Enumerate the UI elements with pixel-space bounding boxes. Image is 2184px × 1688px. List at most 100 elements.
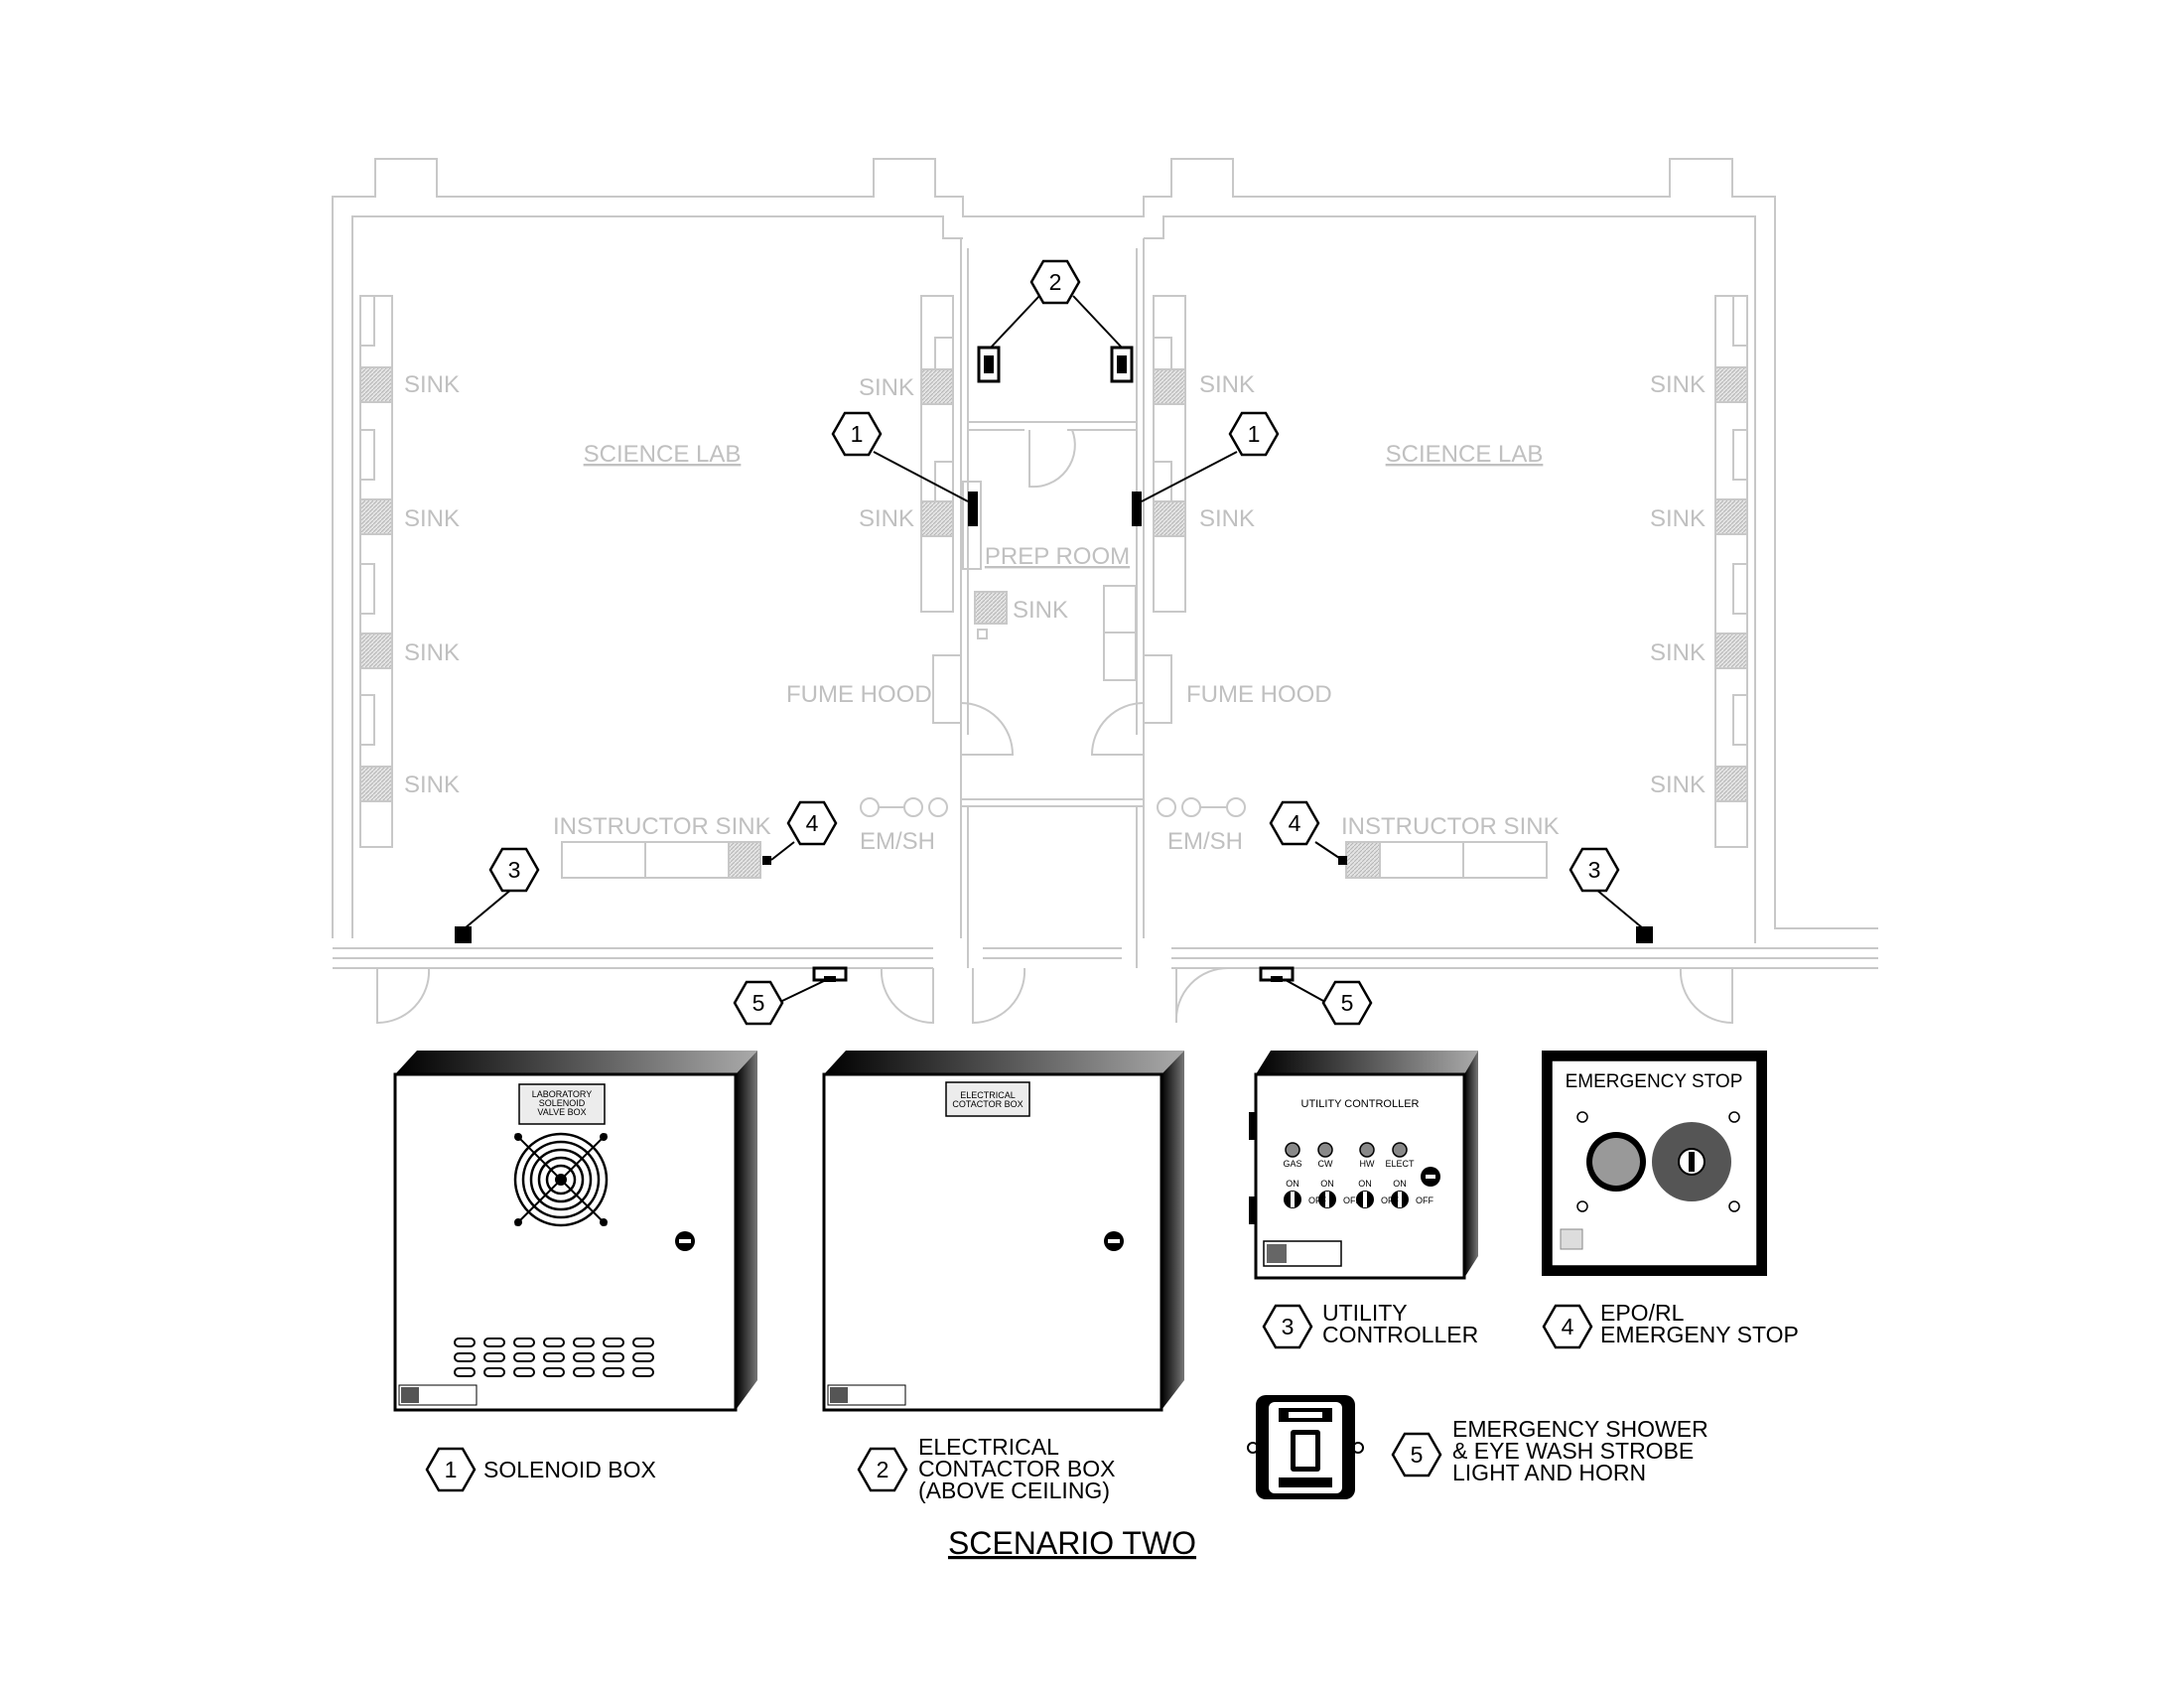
utility-controller-marker (1636, 926, 1653, 943)
tag-number: 1 (1248, 421, 1261, 447)
fume-hood-label: FUME HOOD (1186, 681, 1332, 708)
switch-on-label: ON (1393, 1179, 1407, 1189)
left-lab-benches (359, 295, 962, 879)
tag-number: 5 (1411, 1442, 1424, 1468)
legend-strobe-line: EMERGENCY SHOWER (1452, 1416, 1708, 1442)
building-outline (332, 158, 1878, 1025)
sink-label: SINK (1650, 505, 1706, 532)
emsh-label: EM/SH (1167, 828, 1243, 855)
plan-device-markers: 2 1 1 4 4 3 3 5 (455, 259, 1653, 1026)
solenoid-box-marker (1132, 492, 1142, 526)
emsh-label: EM/SH (860, 828, 935, 855)
sink-label: SINK (1650, 639, 1706, 666)
solenoid-plate-line: SOLENOID (539, 1098, 586, 1108)
tag-hexagon (1029, 259, 1081, 305)
fan-grille-icon (513, 1132, 609, 1227)
tag-number: 4 (1562, 1314, 1574, 1339)
sink-label: SINK (859, 374, 914, 401)
switch-off-label: OFF (1308, 1196, 1326, 1205)
tag-hexagon (786, 800, 838, 846)
tag-number: 3 (1282, 1314, 1295, 1339)
solenoid-box-illustration: LABORATORY SOLENOID VALVE BOX (393, 1051, 757, 1412)
utility-key-switches: ON ON ON ON OFF OFF OFF OFF (1284, 1179, 1433, 1208)
tag-hexagon (1262, 1304, 1313, 1349)
emsh-symbol-left (860, 797, 948, 817)
tag-number: 1 (851, 421, 864, 447)
prep-room-fixtures (860, 481, 1246, 817)
epo-emergency-stop-illustration: EMERGENCY STOP (1542, 1051, 1767, 1276)
legend-utility-line: UTILITY (1322, 1300, 1408, 1326)
legend-contactor-line: CONTACTOR BOX (918, 1456, 1116, 1481)
utility-panel-title: UTILITY CONTROLLER (1301, 1098, 1420, 1110)
lock-icon (675, 1231, 695, 1251)
legend-strobe-line: LIGHT AND HORN (1452, 1460, 1646, 1485)
utility-controller-illustration: UTILITY CONTROLLER GAS CW HW ELECT ON ON… (1249, 1051, 1478, 1280)
page-title: SCENARIO TWO (948, 1525, 1196, 1561)
epo-panel-title: EMERGENCY STOP (1566, 1071, 1743, 1092)
epo-marker (1338, 856, 1347, 865)
lamp-label: GAS (1283, 1159, 1301, 1169)
sink-label: SINK (1199, 505, 1255, 532)
vent-slots (454, 1337, 654, 1377)
utility-controller-marker (455, 926, 472, 943)
sink-label: SINK (1013, 597, 1068, 624)
tag-number: 1 (445, 1457, 458, 1482)
sink-label: SINK (859, 505, 914, 532)
tag-number: 5 (1341, 990, 1354, 1016)
instructor-sink-label: INSTRUCTOR SINK (553, 813, 771, 840)
switch-off-label: OFF (1416, 1196, 1433, 1205)
tag-number: 3 (1588, 857, 1601, 883)
solenoid-box-marker (968, 492, 978, 526)
switch-on-label: ON (1286, 1179, 1299, 1189)
lamp-label: ELECT (1385, 1159, 1415, 1169)
tag-hexagon (1569, 847, 1620, 893)
legend-epo-line: EPO/RL (1600, 1300, 1685, 1326)
sink-label: SINK (404, 639, 460, 666)
tag-number: 4 (1289, 810, 1301, 836)
solenoid-plate-line: LABORATORY (532, 1089, 593, 1099)
legend-solenoid-box: SOLENOID BOX (483, 1457, 656, 1482)
contactor-box-illustration: ELECTRICAL COTACTOR BOX (822, 1051, 1184, 1412)
tag-hexagon (1228, 411, 1280, 457)
tag-number: 2 (877, 1457, 889, 1482)
room-label-prep-room: PREP ROOM (985, 543, 1130, 570)
tag-hexagon (831, 411, 883, 457)
sink-label: SINK (404, 505, 460, 532)
sink-label: SINK (1650, 371, 1706, 398)
sink-label: SINK (404, 371, 460, 398)
room-label-science-lab-left: SCIENCE LAB (584, 441, 742, 468)
legend-strobe-line: & EYE WASH STROBE (1452, 1438, 1694, 1464)
tag-number: 3 (508, 857, 521, 883)
tag-hexagon (1321, 980, 1373, 1026)
lamp-label: CW (1318, 1159, 1333, 1169)
legend-epo-line: EMERGENY STOP (1600, 1322, 1799, 1347)
tag-hexagon (1391, 1432, 1442, 1477)
switch-on-label: ON (1320, 1179, 1334, 1189)
tag-hexagon (488, 847, 540, 893)
room-label-science-lab-right: SCIENCE LAB (1386, 441, 1544, 468)
tag-number: 5 (752, 990, 765, 1016)
switch-off-label: OFF (1381, 1196, 1399, 1205)
solenoid-plate-line: VALVE BOX (537, 1107, 586, 1117)
sink-label: SINK (1650, 772, 1706, 798)
contactor-plate-line: ELECTRICAL (960, 1090, 1016, 1100)
epo-marker (762, 856, 771, 865)
lock-icon (1104, 1231, 1124, 1251)
switch-off-label: OFF (1343, 1196, 1361, 1205)
plan-labels: SCIENCE LAB SCIENCE LAB PREP ROOM SINK S… (404, 371, 1706, 855)
switch-on-label: ON (1358, 1179, 1372, 1189)
tag-hexagon (1542, 1304, 1593, 1349)
legend-utility-line: CONTROLLER (1322, 1322, 1478, 1347)
tag-hexagon (425, 1447, 477, 1492)
tag-number: 2 (1049, 269, 1062, 295)
contactor-plate-line: COTACTOR BOX (952, 1099, 1023, 1109)
tag-hexagon (857, 1447, 908, 1492)
tag-hexagon (1269, 800, 1320, 846)
sink-label: SINK (404, 772, 460, 798)
legend-contactor-line: (ABOVE CEILING) (918, 1477, 1110, 1503)
lamp-label: HW (1360, 1159, 1375, 1169)
right-lab-benches (1143, 295, 1748, 879)
emsh-symbol-right (1157, 797, 1246, 817)
instructor-sink-label: INSTRUCTOR SINK (1341, 813, 1560, 840)
